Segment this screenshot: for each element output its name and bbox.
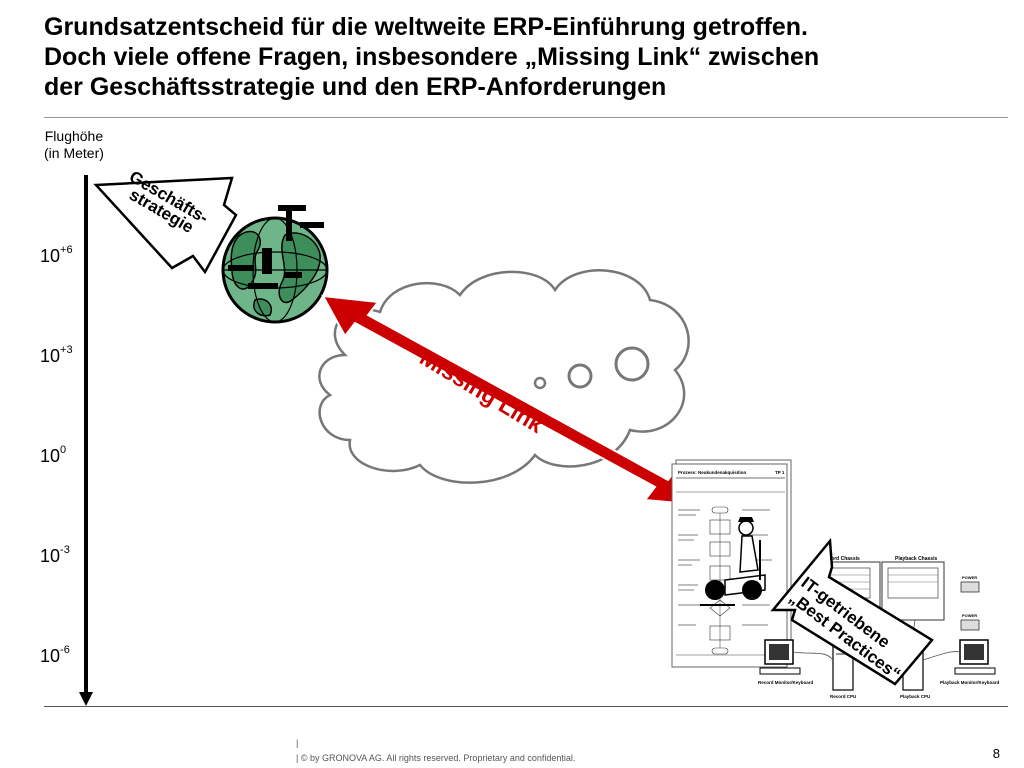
record-chassis-label: Record Chassis <box>822 556 860 562</box>
axis-title-line-2: (in Meter) <box>44 145 104 161</box>
title-line-2: Doch viele offene Fragen, insbesondere „… <box>44 43 820 71</box>
top-divider <box>44 117 1008 118</box>
it-best-practices-arrow <box>770 537 934 686</box>
playback-cpu-label: Playback CPU <box>900 694 930 699</box>
tick-label: 100 <box>40 444 67 466</box>
axis-title: Flughöhe (in Meter) <box>44 128 104 162</box>
page-number: 8 <box>992 746 1000 761</box>
process-document-thumbnail: Prozess: Neukundenakquisition TP 1 <box>671 459 792 668</box>
cloud-shape <box>318 269 690 484</box>
title-line-1: Grundsatzentscheid für die weltweite ERP… <box>44 13 808 41</box>
document-code: TP 1 <box>775 470 785 475</box>
axis-arrowhead <box>79 692 93 706</box>
record-monitor-label: Record Monitor/Keyboard <box>758 680 814 685</box>
bottom-divider <box>44 706 1008 707</box>
playback-chassis-label: Playback Chassis <box>895 556 937 562</box>
tick-label: 10-6 <box>40 644 70 666</box>
tick-label: 10-3 <box>40 544 70 566</box>
power-label-2: POWER <box>962 613 977 618</box>
strategy-arrow <box>93 176 238 275</box>
slide-title: Grundsatzentscheid für die weltweite ERP… <box>44 12 1004 102</box>
playback-monitor-label: Playback Monitor/Keyboard <box>940 680 1000 685</box>
footer-copyright: | © by GRONOVA AG. All rights reserved. … <box>296 753 576 763</box>
title-line-3: der Geschäftsstrategie und den ERP-Anfor… <box>44 73 667 101</box>
document-title: Prozess: Neukundenakquisition <box>678 470 747 475</box>
power-label-1: POWER <box>962 575 977 580</box>
tick-label: 10+3 <box>40 344 73 366</box>
globe-icon <box>221 205 329 324</box>
record-cpu-label: Record CPU <box>830 694 856 699</box>
footer-separator: | <box>296 738 299 748</box>
worker-figure-icon <box>700 517 766 606</box>
tick-label: 10+6 <box>40 244 73 266</box>
axis-title-line-1: Flughöhe <box>44 128 104 144</box>
